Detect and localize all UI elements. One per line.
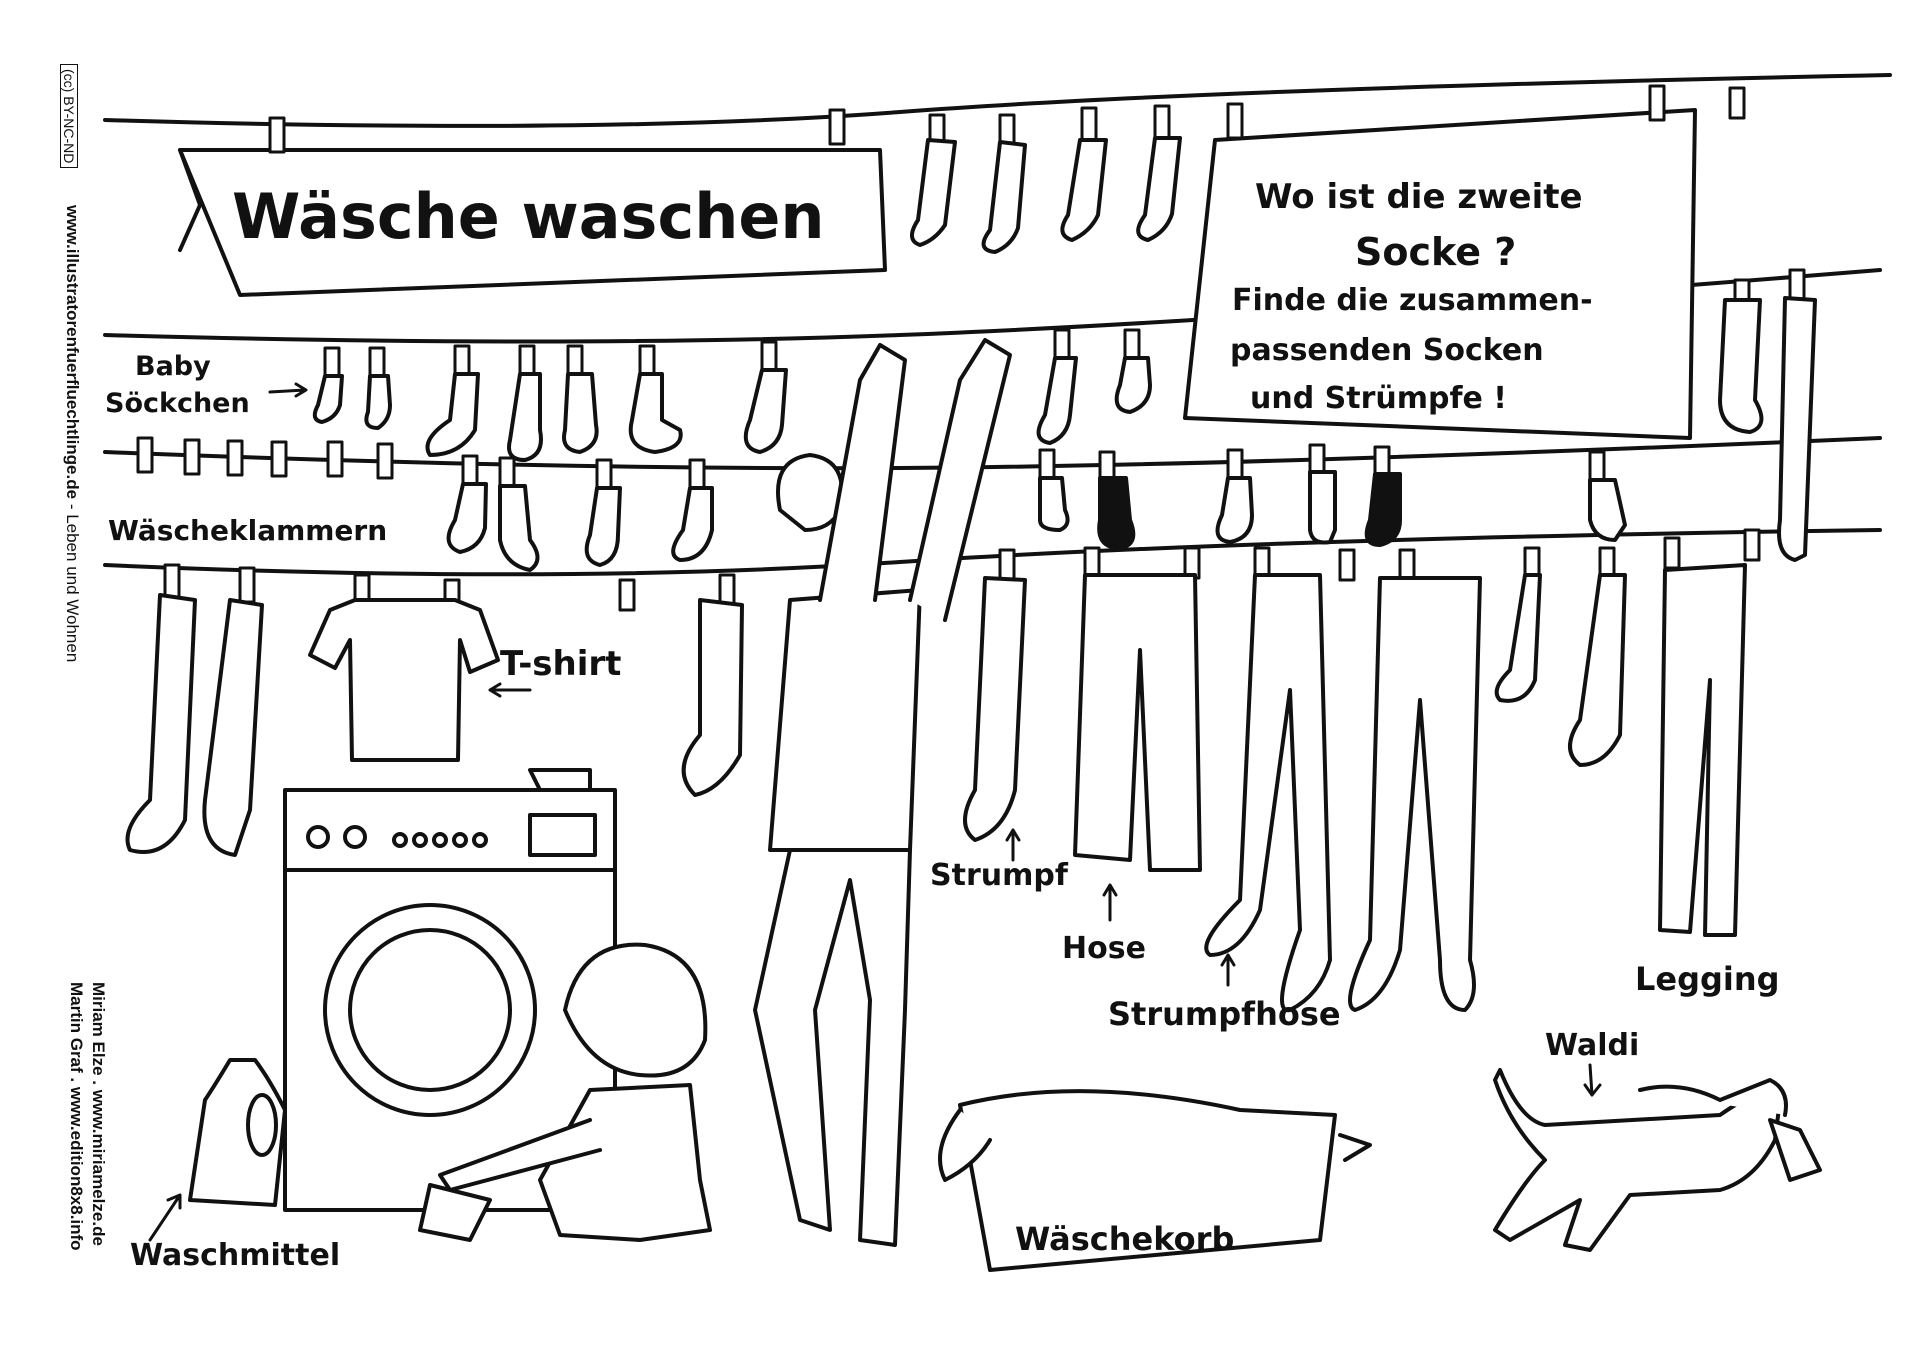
label-tshirt: T-shirt: [500, 644, 621, 684]
label-detergent: Waschmittel: [130, 1238, 340, 1273]
sign-line-5: und Strümpfe !: [1250, 381, 1507, 416]
label-clothespins: Wäscheklammern: [108, 514, 387, 547]
sign-line-3: Finde die zusammen-: [1232, 283, 1593, 318]
label-tights: Strumpfhose: [1108, 995, 1341, 1033]
label-baby-socks: Söckchen: [105, 388, 250, 419]
sign-line-1: Wo ist die zweite: [1255, 177, 1583, 217]
woman-figure: [753, 338, 1012, 1247]
sign-board: Wo ist die zweite Socke ? Finde die zusa…: [1183, 108, 1697, 440]
laundry-basket: [938, 1089, 1372, 1272]
detergent-bottle: [188, 1058, 287, 1207]
sign-line-4: passenden Socken: [1230, 333, 1544, 368]
label-laundry-basket: Wäschekorb: [1015, 1220, 1234, 1258]
sign-line-2: Socke ?: [1355, 230, 1516, 274]
item-labels: Baby Söckchen Wäscheklammern T-shirt Str…: [105, 351, 1780, 1273]
middle-line-socks: [312, 356, 1152, 462]
label-stocking: Strumpf: [930, 858, 1069, 893]
label-trousers: Hose: [1062, 931, 1146, 966]
label-baby: Baby: [135, 351, 211, 382]
label-arrows: [148, 382, 1602, 1242]
child-figure: [418, 942, 712, 1242]
top-line-socks: [910, 136, 1817, 562]
label-dog-name: Waldi: [1545, 1028, 1639, 1063]
title-banner: Wäsche waschen: [178, 148, 887, 297]
label-legging: Legging: [1635, 960, 1780, 998]
bottom-line-clothes: [125, 563, 1747, 1013]
third-line-socks: [446, 470, 1627, 572]
dog-waldi: [1493, 1068, 1822, 1252]
banner-title: Wäsche waschen: [232, 180, 825, 253]
